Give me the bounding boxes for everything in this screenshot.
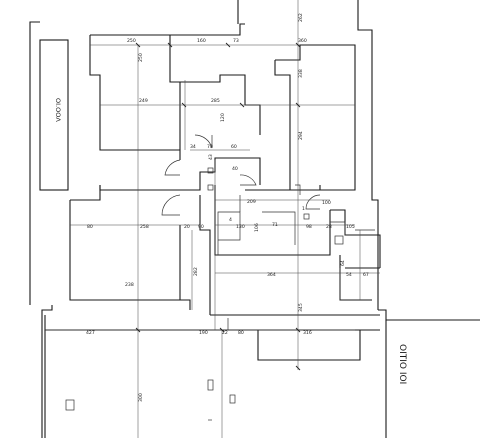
dim-label: 250 bbox=[127, 38, 136, 44]
dim-label: 60 bbox=[231, 144, 237, 150]
dimension-lines bbox=[45, 0, 380, 438]
dim-label: 106 bbox=[254, 223, 260, 232]
dim-label: 64 bbox=[340, 260, 346, 266]
dim-label: 249 bbox=[139, 98, 148, 104]
dim-label: 80 bbox=[87, 224, 93, 230]
dim-label: 22 bbox=[222, 330, 228, 336]
dim-label: 28 bbox=[326, 224, 332, 230]
dim-label: 300 bbox=[138, 393, 144, 402]
dim-label: 120 bbox=[220, 113, 226, 122]
dim-label: 54 bbox=[346, 272, 352, 278]
dim-label: 262 bbox=[298, 13, 304, 22]
building-label-left: ΟΙ.ΟΟΛ bbox=[54, 98, 62, 122]
dim-label: 1 bbox=[302, 206, 305, 212]
dim-label: 80 bbox=[238, 330, 244, 336]
dim-label: 190 bbox=[199, 330, 208, 336]
dim-label: 316 bbox=[303, 330, 312, 336]
apartment-outline bbox=[44, 23, 381, 438]
dim-label: 282 bbox=[193, 267, 199, 276]
dim-label: 258 bbox=[140, 224, 149, 230]
door-swing bbox=[194, 134, 213, 149]
door-swing bbox=[239, 174, 257, 186]
building-label-right: ΟΙΤΙΟ ΙΟΙ bbox=[397, 344, 407, 384]
door-swing bbox=[164, 159, 181, 176]
dim-label: 364 bbox=[267, 272, 276, 278]
dimension-texts: 250 160 73 360 262 249 285 250 294 338 1… bbox=[54, 13, 407, 402]
dim-label: 4 bbox=[229, 217, 232, 223]
dim-label: 20 bbox=[184, 224, 190, 230]
dim-label: 160 bbox=[197, 38, 206, 44]
dim-label: 43 bbox=[208, 154, 214, 160]
fixtures bbox=[65, 167, 344, 421]
fixture-box bbox=[65, 399, 75, 411]
dim-label: 40 bbox=[232, 166, 238, 172]
dim-label: 67 bbox=[363, 272, 369, 278]
dim-label: 105 bbox=[346, 224, 355, 230]
dim-label: 338 bbox=[298, 69, 304, 78]
dim-label: 427 bbox=[86, 330, 95, 336]
dim-label: 34 bbox=[190, 144, 196, 150]
dim-label: 345 bbox=[298, 303, 304, 312]
dim-label: 360 bbox=[298, 38, 307, 44]
context-walls bbox=[29, 0, 480, 438]
dim-label: 70 bbox=[207, 144, 213, 150]
dim-label: 71 bbox=[272, 222, 278, 228]
dim-label: 294 bbox=[298, 131, 304, 140]
dim-label: 209 bbox=[247, 199, 256, 205]
dim-label: 238 bbox=[125, 282, 134, 288]
dim-label: 285 bbox=[211, 98, 220, 104]
adjacent-building-left bbox=[39, 39, 69, 191]
dim-label: 130 bbox=[236, 224, 245, 230]
dim-label: 250 bbox=[138, 53, 144, 62]
dim-label: 100 bbox=[322, 200, 331, 206]
doors bbox=[161, 134, 321, 330]
dim-label: 98 bbox=[306, 224, 312, 230]
door-swing bbox=[305, 194, 321, 210]
door-swing bbox=[161, 194, 181, 216]
dim-label: 73 bbox=[233, 38, 239, 44]
dim-label: 90 bbox=[198, 224, 204, 230]
